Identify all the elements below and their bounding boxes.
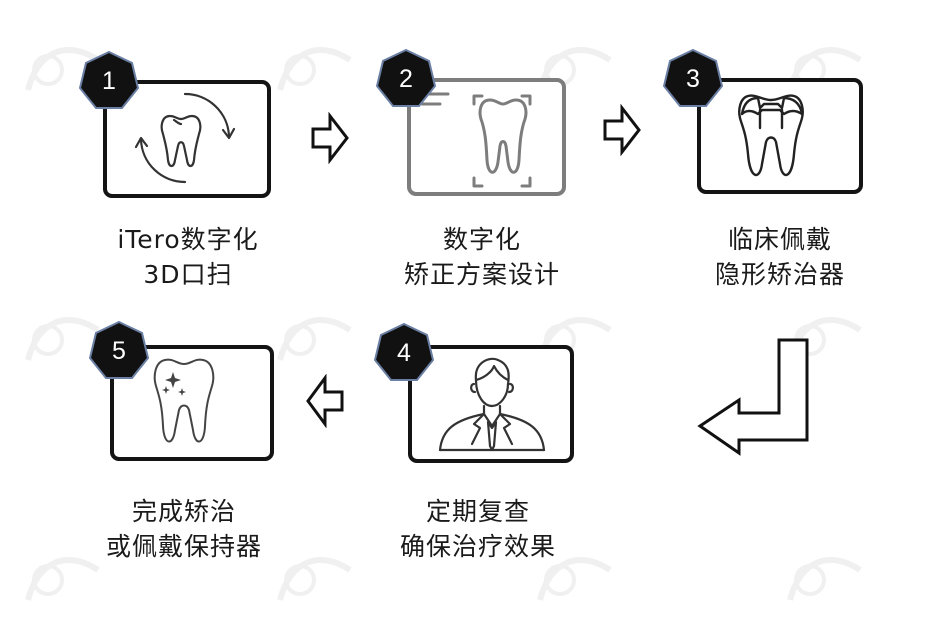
tooth-scan-rotation-icon <box>134 92 236 184</box>
step-2-label-line1: 数字化 <box>442 225 521 254</box>
watermark-logo <box>270 30 360 100</box>
step-3-label-line2: 隐形矫治器 <box>714 260 845 289</box>
step-3-badge: 3 <box>662 48 724 110</box>
arrow-right-icon <box>603 104 641 156</box>
step-5-label: 完成矫治 或佩戴保持器 <box>84 494 284 564</box>
tooth-aligner-icon <box>738 94 804 176</box>
step-2-label: 数字化 矫正方案设计 <box>382 222 582 292</box>
step-2-label-line2: 矫正方案设计 <box>403 260 560 289</box>
watermark-logo <box>780 540 870 610</box>
step-4-label-line1: 定期复查 <box>425 497 530 526</box>
step-4-badge: 4 <box>373 322 435 384</box>
step-1-badge: 1 <box>78 50 140 112</box>
step-1-label-line1: iTero数字化 <box>117 225 259 254</box>
step-1-label-line2: 3D口扫 <box>143 260 233 289</box>
step-3-label-line1: 临床佩戴 <box>727 225 832 254</box>
step-2-card <box>407 78 566 196</box>
sparkling-tooth-icon <box>153 358 215 443</box>
step-2-badge: 2 <box>375 48 437 110</box>
doctor-icon <box>438 357 546 452</box>
badge-heptagon <box>662 48 724 107</box>
arrow-right-icon <box>311 112 349 164</box>
arrow-return-left-icon <box>697 338 809 456</box>
tooth-design-frame-icon <box>420 92 532 188</box>
badge-heptagon <box>375 48 437 107</box>
watermark-logo <box>270 300 360 370</box>
badge-heptagon <box>78 50 140 109</box>
step-5-badge: 5 <box>88 320 150 382</box>
step-5-label-line1: 完成矫治 <box>131 497 236 526</box>
step-3-number: 3 <box>686 65 700 93</box>
step-5-label-line2: 或佩戴保持器 <box>105 532 262 561</box>
step-4-card <box>408 345 574 463</box>
step-4-number: 4 <box>397 339 411 367</box>
step-4-label: 定期复查 确保治疗效果 <box>378 494 578 564</box>
step-1-card <box>103 80 271 198</box>
step-3-label: 临床佩戴 隐形矫治器 <box>680 222 880 292</box>
badge-heptagon <box>88 320 150 379</box>
arrow-left-icon <box>306 374 344 428</box>
step-2-number: 2 <box>399 65 413 93</box>
step-4-label-line2: 确保治疗效果 <box>399 532 556 561</box>
step-1-number: 1 <box>102 67 116 95</box>
step-1-label: iTero数字化 3D口扫 <box>88 222 288 292</box>
badge-heptagon <box>373 322 435 381</box>
step-5-number: 5 <box>112 337 126 365</box>
